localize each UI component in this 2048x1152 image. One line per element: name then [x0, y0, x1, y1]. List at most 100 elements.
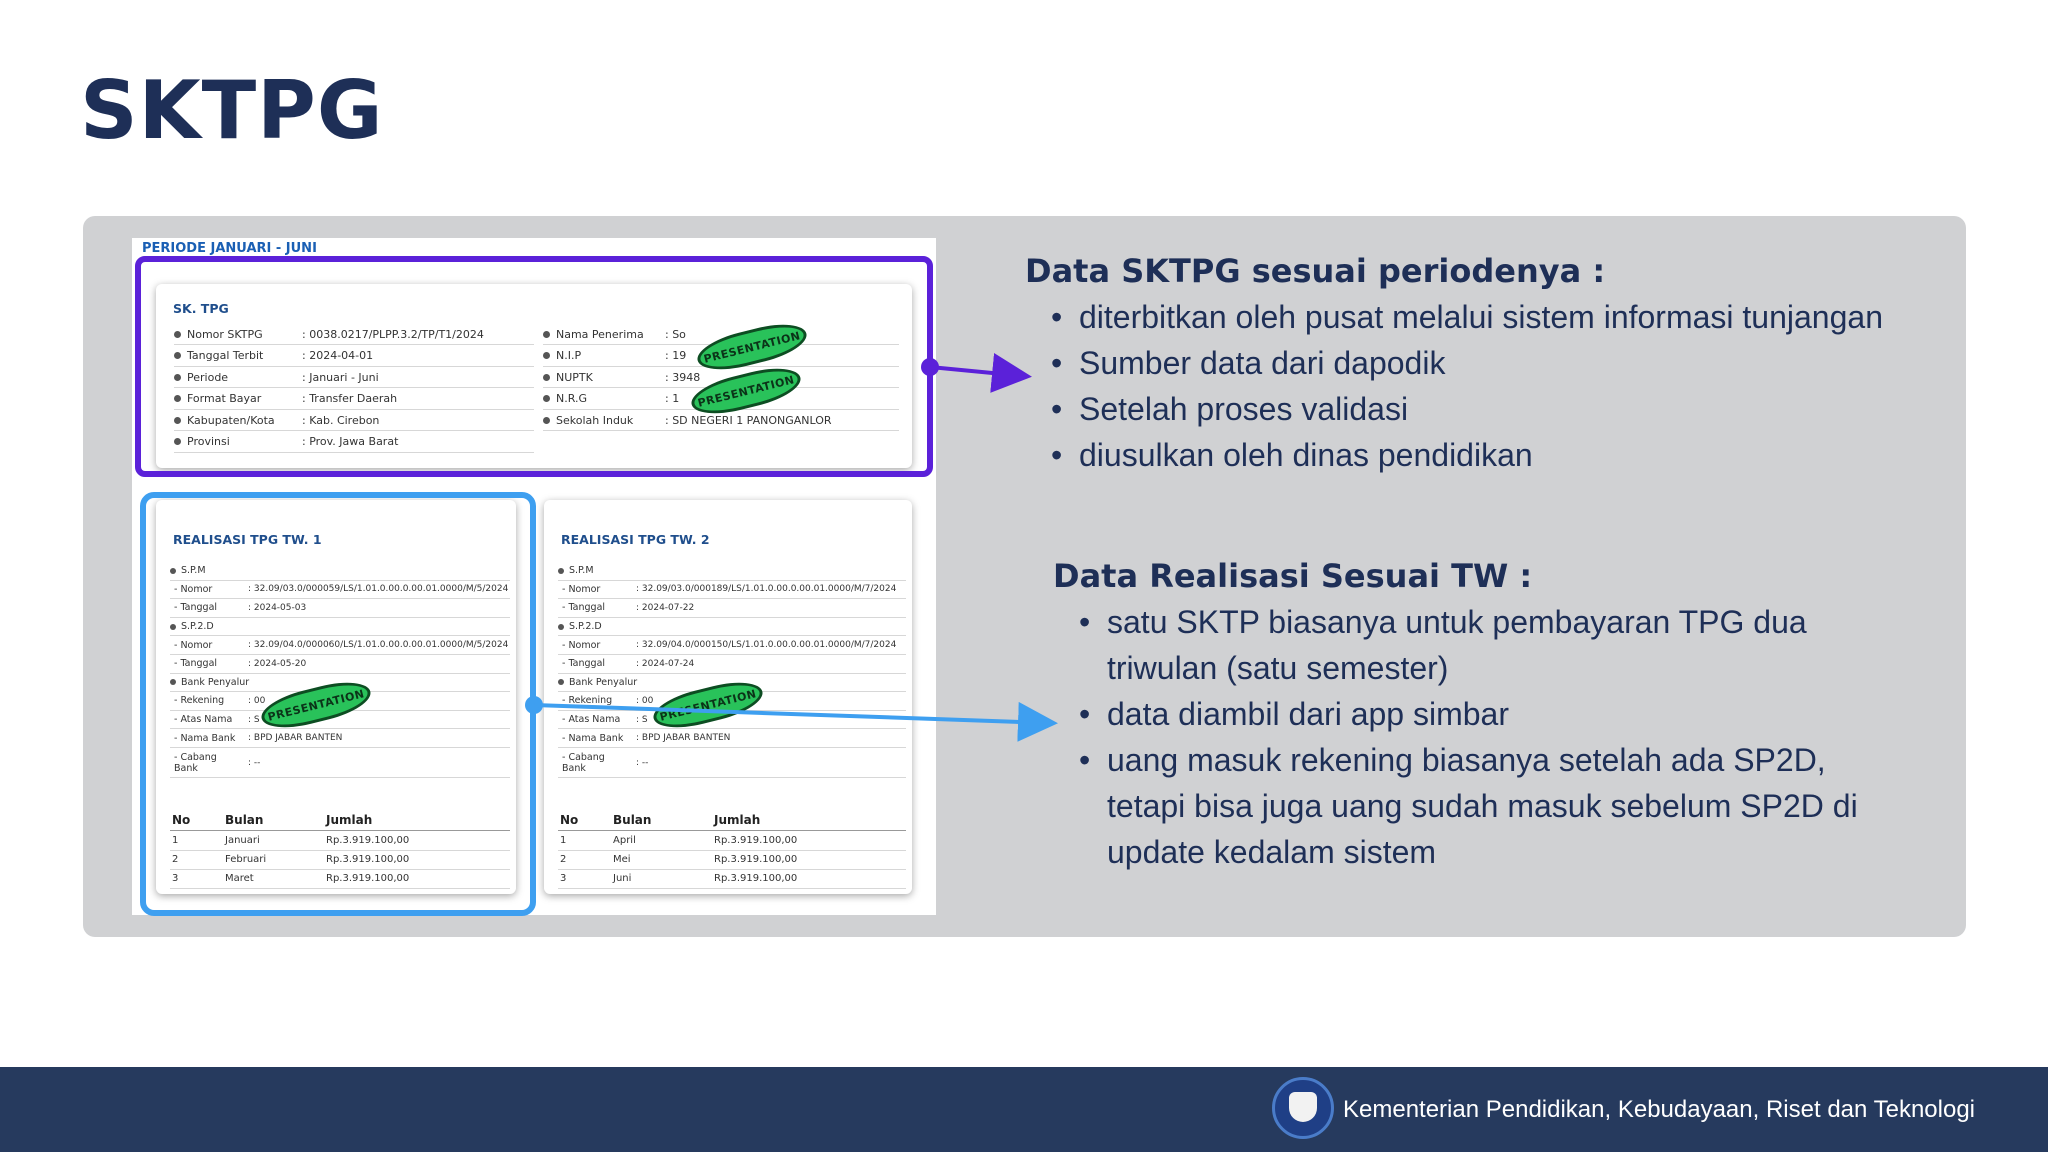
tw2-table-cell: Juni: [613, 873, 632, 884]
bullet-dot-icon: [543, 330, 550, 338]
sk-tpg-row-value: : Kab. Cirebon: [302, 413, 380, 427]
tw1-table-cell: 3: [172, 873, 179, 884]
sk-tpg-row-label: N.R.G: [556, 392, 587, 405]
section-sktpg-bullet: •diterbitkan oleh pusat melalui sistem i…: [1051, 294, 1931, 340]
footer-bar: [0, 1067, 2048, 1152]
sk-tpg-row: Nomor SKTPG : 0038.0217/PLPP.3.2/TP/T1/20…: [174, 324, 534, 345]
tw2-detail-value: : 32.09/03.0/000189/LS/1.01.0.00.0.00.01…: [636, 584, 897, 595]
bullet-dot-icon: [543, 395, 550, 402]
tw2-table-cell: Mei: [613, 854, 631, 865]
tw2-detail-value: : S: [636, 714, 648, 725]
tw2-title: REALISASI TPG TW. 2: [561, 532, 710, 547]
bullet-dot-icon: [170, 567, 176, 574]
tw2-table-cell: 1: [560, 835, 567, 846]
sk-tpg-row-value: : Transfer Daerah: [302, 392, 398, 405]
bullet-dot-icon: [174, 395, 181, 402]
bullet-dot-icon: [170, 623, 176, 630]
tw2-table-cell: Rp.3.919.100,00: [714, 873, 798, 884]
tw1-table-divider: [170, 830, 510, 831]
tw2-table-header: Bulan: [613, 813, 652, 827]
tw2-detail-label: S.P.2.D: [569, 621, 602, 633]
sk-tpg-row-label: Kabupaten/Kota: [187, 413, 275, 427]
tw2-detail-value: : 32.09/04.0/000150/LS/1.01.0.00.0.00.01…: [636, 640, 897, 651]
tw2-detail-row: - Nomor: 32.09/04.0/000150/LS/1.01.0.00.…: [558, 636, 906, 655]
tw1-detail-row: S.P.M: [170, 562, 510, 581]
sk-tpg-row: Sekolah Induk : SD NEGERI 1 PANONGANLOR: [543, 410, 899, 431]
bullet-dot-icon: •: [1079, 696, 1091, 732]
tw2-detail-row: - Nomor : 32.09/03.0/000189/LS/1.01.0.00.…: [558, 581, 906, 600]
tw1-card: REALISASI TPG TW. 1 S.P.M - Nomor : 32.09/…: [156, 500, 516, 894]
tw2-table-cell: 3: [560, 873, 567, 884]
bullet-text: data diambil dari app simbar: [1107, 696, 1509, 732]
tw1-detail-value: : --: [248, 757, 261, 768]
section-realisasi: Data Realisasi Sesuai TW : •satu SKTP bi…: [1053, 557, 1899, 875]
sk-tpg-row-value: : 19: [665, 349, 687, 362]
tw1-detail-value: : 32.09/03.0/000059/LS/1.01.0.00.0.00.01…: [248, 584, 509, 595]
tw1-table-header: Bulan: [225, 813, 264, 827]
bullet-text: diusulkan oleh dinas pendidikan: [1079, 437, 1533, 473]
section-sktpg: Data SKTPG sesuai periodenya : •diterbit…: [1025, 252, 1931, 478]
tw2-table-cell: Rp.3.919.100,00: [714, 854, 798, 865]
tw2-detail-row: - Tanggal: 2024-07-22: [558, 599, 906, 618]
bullet-text: Sumber data dari dapodik: [1079, 345, 1446, 381]
tw1-title: REALISASI TPG TW. 1: [173, 532, 322, 547]
bullet-dot-icon: [543, 416, 550, 424]
sk-tpg-row-label: Nomor SKTPG: [187, 327, 263, 341]
tw1-detail-value: : 2024-05-20: [248, 658, 307, 669]
tw1-table-cell: Rp.3.919.100,00: [326, 835, 410, 846]
sk-tpg-row-label: Tanggal Terbit: [187, 349, 264, 362]
kemdikbud-logo-icon: [1272, 1077, 1334, 1139]
tw1-table-cell: Rp.3.919.100,00: [326, 873, 410, 884]
sk-tpg-row-label: Sekolah Induk: [556, 413, 634, 427]
tw1-table-header: Jumlah: [326, 813, 373, 827]
tw1-table-cell: Januari: [225, 835, 260, 846]
sk-tpg-row-value: : 1: [665, 392, 680, 405]
bullet-dot-icon: •: [1051, 391, 1063, 427]
tw1-table-cell: 2: [172, 854, 179, 865]
realisasi-highlight: [140, 492, 536, 916]
tw1-detail-row: - Tanggal: 2024-05-03: [170, 599, 510, 618]
bullet-dot-icon: [543, 352, 550, 359]
tw2-detail-label: - Nomor: [562, 583, 601, 595]
sk-tpg-highlight: [135, 256, 933, 477]
tw2-detail-label: - Tanggal: [562, 658, 606, 670]
bullet-dot-icon: [558, 623, 564, 630]
sk-tpg-row: Periode: Januari - Juni: [174, 367, 534, 388]
tw1-detail-row: - Tanggal: 2024-05-20: [170, 655, 510, 674]
section-realisasi-bullet: • data diambil dari app simbar: [1079, 691, 1899, 737]
tw2-detail-row: - Nama Bank: BPD JABAR BANTEN: [558, 729, 906, 748]
section-sktpg-heading: Data SKTPG sesuai periodenya :: [1025, 252, 1606, 290]
sk-tpg-row-value: : So: [665, 327, 686, 341]
bullet-dot-icon: [174, 438, 181, 445]
sk-tpg-row-value: : 0038.0217/PLPP.3.2/TP/T1/2024: [302, 327, 484, 341]
tw2-detail-label: - Tanggal: [562, 602, 606, 614]
tw1-detail-label: - Nomor: [174, 639, 213, 651]
bullet-dot-icon: •: [1051, 437, 1063, 473]
tw2-table-cell: 2: [560, 854, 567, 865]
tw2-table-row: 3 Juni Rp.3.919.100,00: [558, 871, 906, 889]
section-realisasi-heading: Data Realisasi Sesuai TW :: [1053, 557, 1533, 595]
bullet-text: diterbitkan oleh pusat melalui sistem in…: [1079, 299, 1883, 335]
sk-tpg-row: Tanggal Terbit: 2024-04-01: [174, 346, 534, 367]
sk-tpg-row: Format Bayar: Transfer Daerah: [174, 389, 534, 410]
footer-ministry-name: Kementerian Pendidikan, Kebudayaan, Rise…: [1343, 1096, 1975, 1123]
tw1-detail-label: - Rekening: [174, 695, 225, 707]
sk-tpg-row-label: Provinsi: [187, 435, 230, 448]
tw1-detail-row: - Nama Bank: BPD JABAR BANTEN: [170, 729, 510, 748]
sk-tpg-row-label: NUPTK: [556, 370, 593, 384]
tw1-detail-row: - Atas Nama: S: [170, 711, 510, 730]
tw1-table-cell: 1: [172, 835, 179, 846]
tw1-detail-row: - Cabang Bank: --: [170, 748, 510, 778]
tw2-table-header: No: [560, 813, 579, 827]
tw1-table-cell: Rp.3.919.100,00: [326, 854, 410, 865]
tw2-detail-label: - Rekening: [562, 695, 613, 707]
tw2-detail-label: S.P.M: [569, 565, 594, 577]
tw2-detail-row: - Tanggal: 2024-07-24: [558, 655, 906, 674]
bullet-dot-icon: [170, 679, 176, 686]
sk-tpg-row-value: : SD NEGERI 1 PANONGANLOR: [665, 413, 832, 427]
tw1-detail-label: - Nama Bank: [174, 732, 236, 744]
section-realisasi-bullet: •uang masuk rekening biasanya setelah ad…: [1079, 737, 1899, 875]
tw2-detail-value: : 00: [636, 695, 654, 706]
bullet-dot-icon: •: [1079, 604, 1091, 640]
